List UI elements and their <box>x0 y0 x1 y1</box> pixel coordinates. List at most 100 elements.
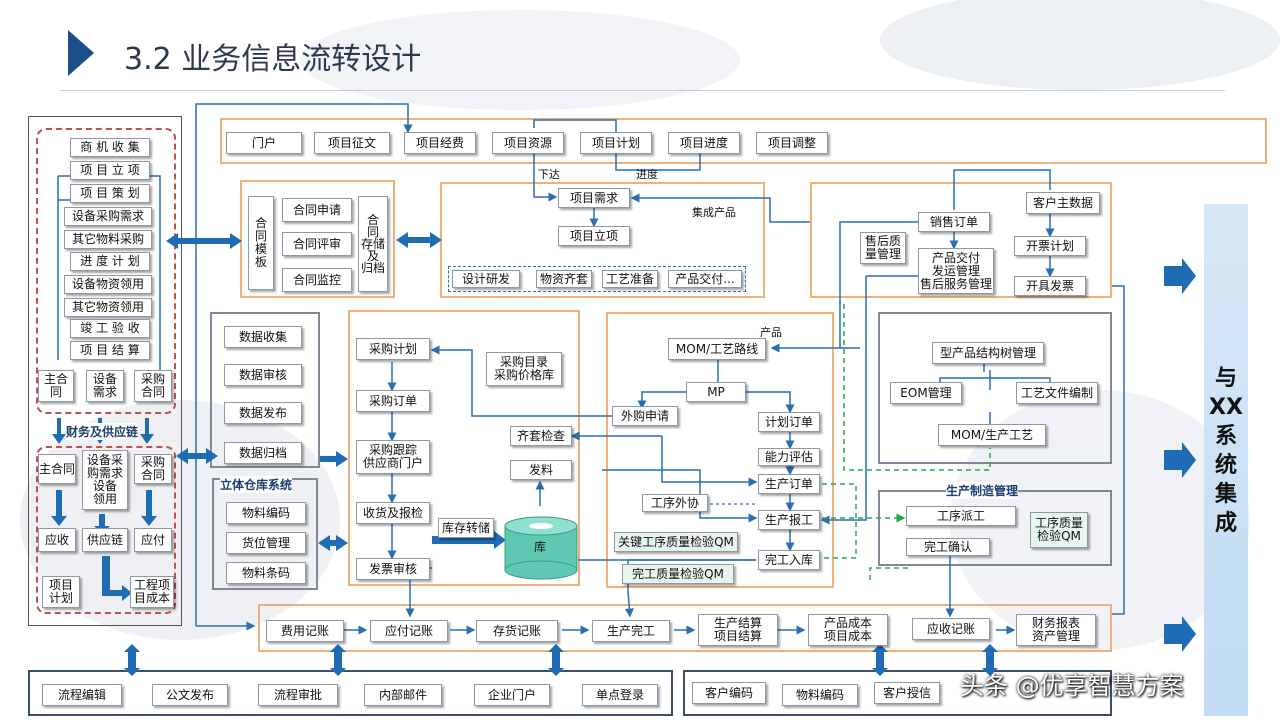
process-dispatch: 工序派工 <box>906 506 1016 526</box>
portal-item: 门户 <box>226 132 302 154</box>
portal-group <box>220 118 1267 164</box>
lower-equip: 设备采 购需求 设备 领用 <box>82 450 128 510</box>
left-bottom-dashed-group <box>36 446 176 614</box>
data-item: 数据审核 <box>224 364 302 386</box>
title-divider <box>60 90 1225 91</box>
portal-item: 项目进度 <box>668 132 740 154</box>
contract-item: 合同监控 <box>282 268 352 292</box>
lower-purchase-contract: 采购 合同 <box>134 454 172 484</box>
finish-confirm: 完工确认 <box>906 538 990 556</box>
bottom-right-item: 客户编码 <box>692 682 766 704</box>
title-marker <box>68 30 94 76</box>
finish-warehouse-in: 完工入库 <box>758 550 820 570</box>
flow-label-chanpin: 产品 <box>760 326 782 339</box>
flow-label-jindu: 进度 <box>636 168 658 181</box>
bottom-left-group <box>28 670 673 716</box>
left-item: 商 机 收 集 <box>70 138 150 157</box>
finance-item: 存货记账 <box>476 620 558 642</box>
mom-group <box>606 312 834 588</box>
lower-project-plan: 项目 计划 <box>42 576 80 608</box>
lower-project-cost: 工程项 目成本 <box>130 576 174 608</box>
panel-char: 统 <box>1214 453 1237 478</box>
warehouse-item: 物料条码 <box>226 562 306 584</box>
left-main-contract: 主合同 <box>38 370 74 402</box>
bottom-right-group <box>683 670 1112 716</box>
finance-item: 生产完工 <box>592 620 670 642</box>
customer-master: 客户主数据 <box>1026 192 1100 214</box>
eom-management: EOM管理 <box>890 382 962 404</box>
left-item: 设备采购需求 <box>64 207 152 226</box>
plm-group <box>878 312 1112 464</box>
flow-label-shengchan: 生产制造管理 <box>946 482 1019 499</box>
production-order: 生产订单 <box>758 474 820 494</box>
data-item: 数据发布 <box>224 402 302 424</box>
finance-item: 产品成本 项目成本 <box>808 614 888 646</box>
purchase-tracking: 采购跟踪 供应商门户 <box>356 440 430 474</box>
data-item: 数据收集 <box>224 326 302 348</box>
sub-process: 工艺准备 <box>602 270 658 288</box>
warehouse-label: 库 <box>534 540 547 554</box>
bottom-left-item: 单点登录 <box>582 684 658 706</box>
contract-template: 合 同 模 板 <box>248 196 274 290</box>
bottom-left-item: 企业门户 <box>474 684 550 706</box>
contract-item: 合同评审 <box>282 232 352 256</box>
stock-transfer: 库存转储 <box>438 518 494 538</box>
left-purchase-contract: 采购 合同 <box>134 370 172 402</box>
material-issue: 发料 <box>510 460 572 480</box>
delivery-service: 产品交付 发运管理 售后服务管理 <box>918 248 994 294</box>
bottom-left-item: 公文发布 <box>152 684 228 706</box>
sales-order: 销售订单 <box>918 212 990 232</box>
bottom-left-item: 内部邮件 <box>364 684 442 706</box>
finish-quality-qm: 完工质量检验QM <box>622 564 734 584</box>
finance-group <box>258 604 1112 652</box>
left-item: 进 度 计 划 <box>70 252 150 271</box>
flow-label-caiwu: 财务及供应链 <box>66 423 139 440</box>
finance-item: 应收记账 <box>912 618 990 640</box>
portal-item: 项目征文 <box>314 132 390 154</box>
left-item: 设备物资领用 <box>64 275 152 294</box>
warehouse-item: 货位管理 <box>226 532 306 554</box>
bottom-right-item: 物料编码 <box>782 684 858 706</box>
portal-item: 项目计划 <box>580 132 652 154</box>
sub-materials: 物资齐套 <box>536 270 592 288</box>
contract-store: 合 同 存储 及 归档 <box>358 196 388 292</box>
process-outsource: 工序外协 <box>642 494 708 512</box>
left-item: 项 目 结 算 <box>70 341 150 360</box>
warehouse-item: 物料编码 <box>226 502 306 524</box>
finance-item: 生产结算 项目结算 <box>698 614 778 646</box>
purchase-catalog: 采购目录 采购价格库 <box>486 352 562 386</box>
left-top-dashed-group <box>36 128 176 414</box>
left-item: 竣 工 验 收 <box>70 319 150 338</box>
bottom-right-item: 客户授信 <box>874 682 940 704</box>
panel-char: 集 <box>1214 482 1237 507</box>
warehouse-cylinder <box>504 516 578 580</box>
flow-label-xiada: 下达 <box>538 168 560 181</box>
page-title: 3.2 业务信息流转设计 <box>124 42 422 77</box>
portal-item: 项目经费 <box>404 132 476 154</box>
process-doc: 工艺文件编制 <box>1016 382 1098 404</box>
sales-group <box>810 182 1112 298</box>
lower-receivable: 应收 <box>38 528 76 552</box>
finance-item: 应付记账 <box>370 620 448 642</box>
purchase-plan: 采购计划 <box>356 338 430 360</box>
invoice-plan: 开票计划 <box>1014 236 1086 256</box>
left-item: 项 目 立 项 <box>70 161 150 180</box>
product-structure: 型产品结构树管理 <box>932 342 1044 364</box>
external-integration-panel: 与 XX 系 统 集 成 <box>1204 204 1248 716</box>
production-report: 生产报工 <box>758 510 820 530</box>
panel-char: 系 <box>1214 424 1237 449</box>
lower-supply-chain: 供应链 <box>82 528 128 552</box>
project-demand: 项目需求 <box>558 188 630 208</box>
finance-item: 费用记账 <box>266 620 344 642</box>
aftersale-quality: 售后质 量管理 <box>860 232 906 264</box>
contract-item: 合同申请 <box>282 198 352 222</box>
left-panel-frame <box>28 116 182 626</box>
sub-delivery: 产品交付... <box>668 270 742 288</box>
invoice-audit: 发票审核 <box>356 558 430 580</box>
purchase-order: 采购订单 <box>356 390 430 412</box>
left-item: 其它物料采购 <box>64 230 152 249</box>
mp: MP <box>686 382 746 402</box>
flow-label-jicheng: 集成产品 <box>692 206 736 219</box>
mom-route: MOM/工艺路线 <box>668 338 766 360</box>
